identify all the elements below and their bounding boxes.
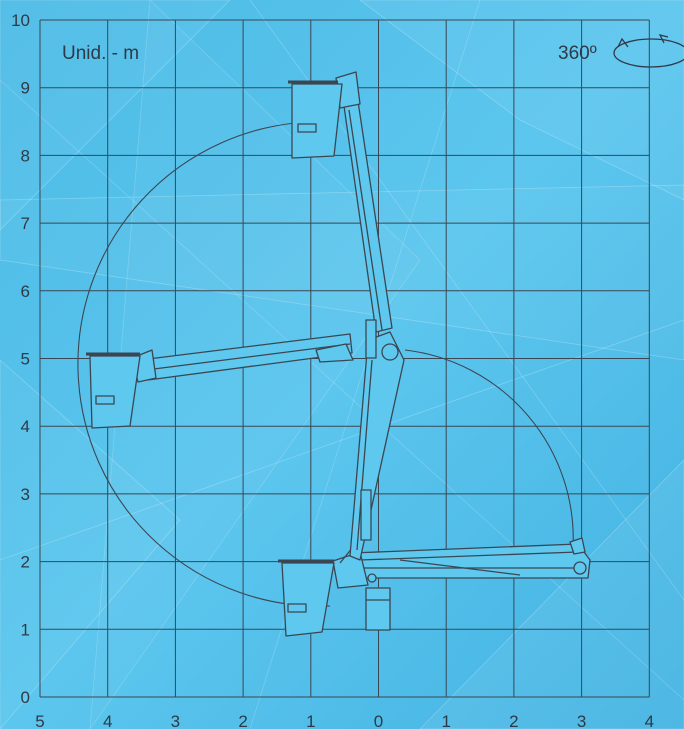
x-tick-label: 0 <box>374 712 383 729</box>
y-tick-label: 9 <box>21 79 30 98</box>
y-tick-label: 7 <box>21 214 30 233</box>
x-tick-label: 1 <box>441 712 450 729</box>
x-axis-ticks: 5 4 3 2 1 0 1 2 3 4 <box>35 712 654 729</box>
outer-reach-arc <box>77 121 331 607</box>
y-tick-label: 3 <box>21 485 30 504</box>
boom-position-horizontal <box>86 333 354 429</box>
boom-position-high <box>288 71 405 561</box>
x-tick-label: 3 <box>171 712 180 729</box>
turret-column <box>365 587 391 631</box>
rotation-360-icon <box>613 34 684 68</box>
y-tick-label: 0 <box>21 688 30 707</box>
lower-reach-arc <box>404 349 574 549</box>
unit-label: Unid. - m <box>62 43 139 64</box>
y-tick-label: 1 <box>21 620 30 639</box>
y-tick-label: 10 <box>11 11 30 30</box>
y-tick-label: 2 <box>21 553 30 572</box>
y-tick-label: 4 <box>21 417 30 436</box>
boom-position-stowed <box>278 537 591 637</box>
rotation-label: 360º <box>558 43 597 64</box>
y-axis-ticks: 0 1 2 3 4 5 6 7 8 9 10 <box>11 11 30 707</box>
x-tick-label: 1 <box>306 712 315 729</box>
x-tick-label: 2 <box>238 712 247 729</box>
y-tick-label: 8 <box>21 146 30 165</box>
y-tick-label: 6 <box>21 282 30 301</box>
x-tick-label: 4 <box>103 712 112 729</box>
x-tick-label: 2 <box>509 712 518 729</box>
x-tick-label: 5 <box>35 712 44 729</box>
x-tick-label: 3 <box>577 712 586 729</box>
machine <box>86 71 591 637</box>
y-tick-label: 5 <box>21 350 30 369</box>
x-tick-label: 4 <box>645 712 654 729</box>
reach-envelope <box>77 121 574 607</box>
